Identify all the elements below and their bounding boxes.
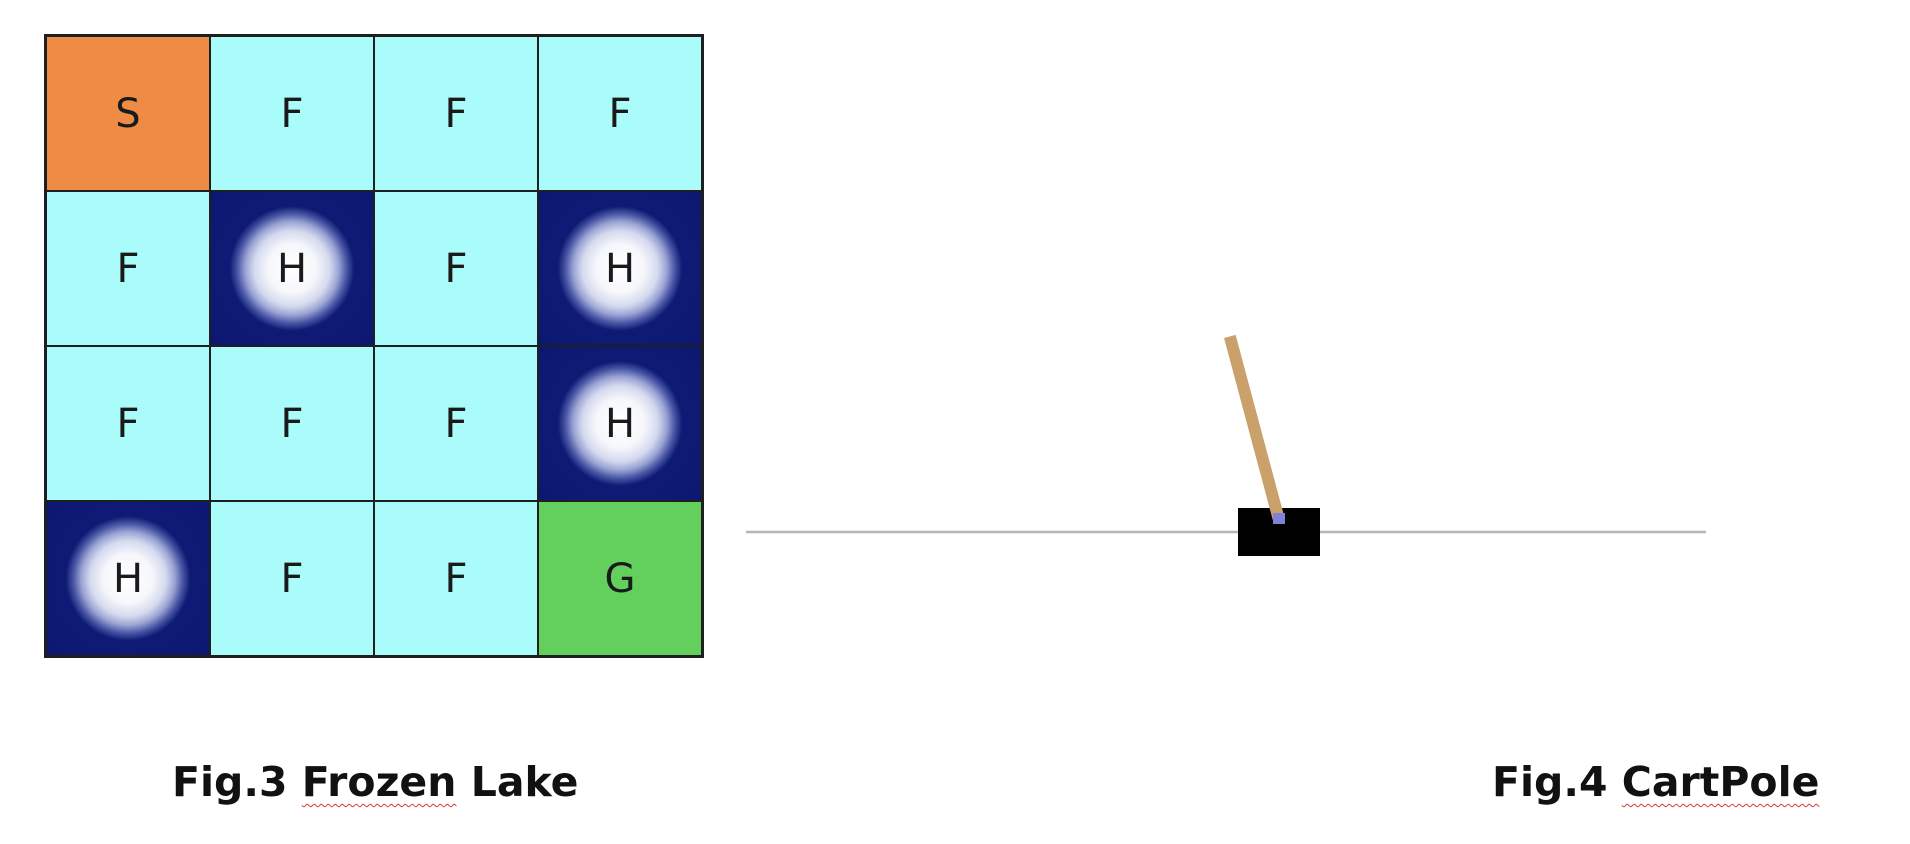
fig3-caption-prefix: Fig.3 <box>172 758 302 806</box>
fig3-caption: Fig.3 Frozen Lake <box>172 758 578 806</box>
lake-cell-r1-c2: F <box>374 191 538 346</box>
lake-cell-r2-c2: F <box>374 346 538 501</box>
lake-cell-r1-c1: H <box>210 191 374 346</box>
frozen-lake-grid: S F F F F H F H F F F H H F F G <box>44 34 704 658</box>
lake-cell-r2-c3: H <box>538 346 702 501</box>
cartpole-scene <box>746 334 1706 556</box>
lake-cell-r0-c1: F <box>210 36 374 191</box>
fig4-caption-prefix: Fig.4 <box>1492 758 1622 806</box>
lake-cell-r1-c0: F <box>46 191 210 346</box>
lake-cell-r3-c3: G <box>538 501 702 656</box>
lake-cell-r2-c1: F <box>210 346 374 501</box>
lake-cell-r1-c3: H <box>538 191 702 346</box>
cartpole-axle <box>1273 513 1285 524</box>
cartpole-pole <box>1224 334 1285 522</box>
fig3-caption-suffix: Lake <box>456 758 579 806</box>
lake-cell-r3-c1: F <box>210 501 374 656</box>
lake-cell-r3-c2: F <box>374 501 538 656</box>
lake-cell-r0-c2: F <box>374 36 538 191</box>
lake-cell-r0-c3: F <box>538 36 702 191</box>
lake-cell-r0-c0: S <box>46 36 210 191</box>
fig4-caption-word: CartPole <box>1621 758 1820 806</box>
fig4-caption: Fig.4 CartPole <box>1492 758 1819 806</box>
lake-cell-r3-c0: H <box>46 501 210 656</box>
fig3-caption-word: Frozen <box>301 758 457 806</box>
lake-cell-r2-c0: F <box>46 346 210 501</box>
